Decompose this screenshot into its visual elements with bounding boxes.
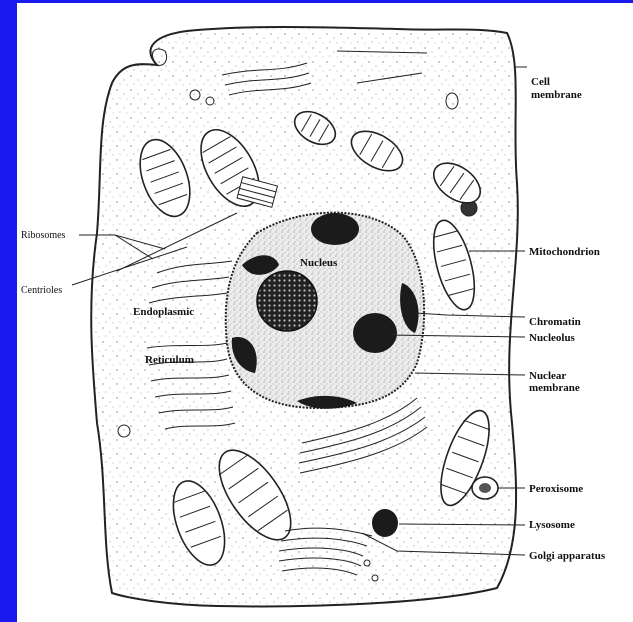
label-mitochondrion: Mitochondrion bbox=[529, 246, 600, 258]
label-nucleolus: Nucleolus bbox=[529, 332, 576, 344]
label-nuclear-membrane: Nuclear membrane bbox=[529, 370, 580, 394]
label-centrioles: Centrioles bbox=[21, 285, 62, 296]
label-peroxisome: Peroxisome bbox=[529, 483, 583, 495]
label-nuclear-membrane-line2: membrane bbox=[529, 382, 580, 394]
label-nuclear-membrane-line1: Nuclear bbox=[529, 370, 566, 382]
label-reticulum: Reticulum bbox=[145, 354, 194, 366]
label-cell-membrane-line2: membrane bbox=[531, 89, 582, 101]
label-ribosomes: Ribosomes bbox=[21, 230, 66, 241]
label-lysosome: Lysosome bbox=[529, 519, 575, 531]
label-nucleus: Nucleus bbox=[300, 257, 338, 269]
nucleolus-textured bbox=[257, 271, 317, 331]
label-cell-membrane-line1: Cell bbox=[531, 76, 550, 88]
labels-left: Ribosomes Centrioles bbox=[21, 230, 66, 296]
animal-cell-diagram: Cell membrane Mitochondrion Chromatin Nu… bbox=[17, 3, 633, 622]
chromatin-top bbox=[311, 213, 359, 245]
label-chromatin: Chromatin bbox=[529, 316, 581, 328]
labels-right: Cell membrane Mitochondrion Chromatin Nu… bbox=[529, 76, 606, 562]
nucleolus bbox=[353, 313, 397, 353]
label-cell-membrane: Cell membrane bbox=[531, 76, 582, 101]
peroxisome bbox=[472, 477, 498, 499]
label-golgi-apparatus: Golgi apparatus bbox=[529, 550, 606, 562]
label-endoplasmic: Endoplasmic bbox=[133, 306, 194, 318]
lysosome bbox=[372, 509, 398, 537]
diagram-frame: Cell membrane Mitochondrion Chromatin Nu… bbox=[17, 3, 633, 622]
nucleus bbox=[226, 213, 424, 409]
